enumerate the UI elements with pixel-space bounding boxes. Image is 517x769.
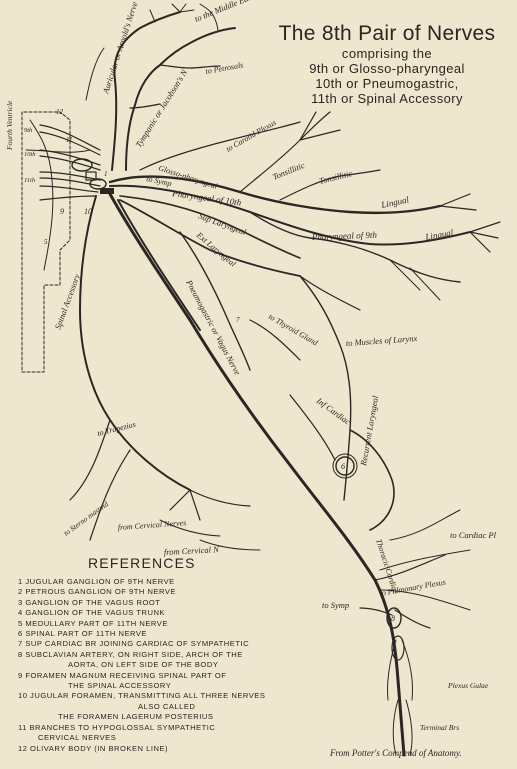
ref-number-9: 9 bbox=[60, 207, 64, 216]
ref-number-6: 6 bbox=[341, 462, 345, 471]
label-tympanic: Tympanic or Jacobson's N bbox=[133, 67, 190, 150]
ref-number-12: 12 bbox=[56, 108, 64, 116]
label-muscles-larynx: to Muscles of Larynx bbox=[345, 333, 417, 348]
label-symp-lower: to Symp bbox=[322, 600, 349, 610]
reference-item-continued: THE SPINAL ACCESSORY bbox=[18, 681, 318, 691]
reference-item: 10 JUGULAR FORAMEN, TRANSMITTING ALL THR… bbox=[18, 691, 318, 701]
label-tonsillitic-2: Tonsillitic bbox=[318, 168, 353, 186]
plate-title: The 8th Pair of Nerves bbox=[258, 22, 516, 46]
label-petrosals: to Petrosals bbox=[205, 60, 244, 75]
label-middle-ear: to the Middle Ear bbox=[193, 0, 253, 24]
label-carotid-plexus: to Carotid Plexus bbox=[225, 118, 278, 154]
subtitle-line-1: comprising the bbox=[258, 46, 516, 61]
reference-item: 2 PETROUS GANGLION OF 9TH NERVE bbox=[18, 587, 318, 597]
reference-item: 3 GANGLION OF THE VAGUS ROOT bbox=[18, 598, 318, 608]
subtitle-line-2: 9th or Glosso-pharyngeal bbox=[258, 61, 516, 76]
ganglion-6 bbox=[336, 457, 354, 475]
label-pharyngeal-10: Pharyngeal of 10th bbox=[171, 188, 243, 208]
reference-item-continued: ALSO CALLED bbox=[18, 702, 318, 712]
label-sterno-mastoid: to Sterno mastoid bbox=[62, 499, 110, 538]
label-inf-cardiac: Inf Cardiac bbox=[314, 395, 353, 427]
ref-number-7: 7 bbox=[236, 316, 240, 324]
reference-item: 1 JUGULAR GANGLION OF 9TH NERVE bbox=[18, 577, 318, 587]
reference-item: 8 SUBCLAVIAN ARTERY, ON RIGHT SIDE, ARCH… bbox=[18, 650, 318, 660]
reference-item: 6 SPINAL PART OF 11TH NERVE bbox=[18, 629, 318, 639]
label-cardiac-pl: to Cardiac Pl bbox=[450, 530, 497, 540]
title-block: The 8th Pair of Nerves comprising the 9t… bbox=[258, 22, 516, 106]
subtitle-line-3: 10th or Pneumogastric, bbox=[258, 76, 516, 91]
root-label-11th: 11th bbox=[24, 177, 35, 184]
label-lingual-1: Lingual bbox=[379, 194, 410, 210]
reference-item: 4 GANGLION OF THE VAGUS TRUNK bbox=[18, 608, 318, 618]
label-auricular: Auricular or Arnold's Nerve bbox=[100, 0, 140, 95]
ref-number-11: 11 bbox=[66, 136, 72, 144]
subtitle-line-4: 11th or Spinal Accessory bbox=[258, 91, 516, 106]
label-ext-laryngeal: Ext Laryngeal bbox=[194, 229, 239, 269]
reference-item-continued: THE FORAMEN LAGERUM POSTERIUS bbox=[18, 712, 318, 722]
references-heading: REFERENCES bbox=[88, 555, 318, 571]
ref-number-8: 8 bbox=[391, 614, 395, 623]
label-fourth-ventricle: Fourth Ventricle bbox=[5, 100, 14, 151]
reference-item-continued: AORTA, ON LEFT SIDE OF THE BODY bbox=[18, 660, 318, 670]
label-lingual-2: Lingual bbox=[424, 227, 455, 242]
reference-item-continued: CERVICAL NERVES bbox=[18, 733, 318, 743]
reference-item: 5 MEDULLARY PART OF 11TH NERVE bbox=[18, 619, 318, 629]
label-plexus-gulae: Plexus Gulae bbox=[447, 681, 489, 690]
ref-number-1: 1 bbox=[104, 170, 108, 178]
reference-item: 7 SUP CARDIAC BR JOINING CARDIAC OF SYMP… bbox=[18, 639, 318, 649]
label-terminal-brs: Terminal Brs bbox=[420, 723, 459, 732]
label-pharyngeal-9: Pharyngeal of 9th bbox=[311, 230, 378, 242]
ref-number-10: 10 bbox=[84, 207, 92, 216]
reference-item: 9 FORAMEN MAGNUM RECEIVING SPINAL PART O… bbox=[18, 671, 318, 681]
label-recurrent-laryngeal: Recurrent Laryngeal bbox=[358, 394, 380, 467]
label-from-cervical-nerves: from Cervical Nerves bbox=[118, 518, 187, 532]
label-thyroid-gland: to Thyroid Gland bbox=[267, 312, 320, 348]
root-label-9th: 9th bbox=[24, 127, 32, 134]
reference-item: 12 OLIVARY BODY (IN BROKEN LINE) bbox=[18, 744, 318, 754]
label-to-trapezius: to Trapezius bbox=[96, 420, 136, 438]
nerve-roots bbox=[40, 125, 114, 200]
label-spinal-accessory: Spinal Accessory bbox=[52, 272, 81, 330]
reference-item: 11 BRANCHES TO HYPOGLOSSAL SYMPATHETIC bbox=[18, 723, 318, 733]
label-tonsillitic-1: Tonsillitic bbox=[271, 160, 306, 182]
ref-number-5: 5 bbox=[44, 238, 48, 246]
root-label-10th: 10th bbox=[24, 151, 36, 158]
references-legend: REFERENCES 1 JUGULAR GANGLION OF 9TH NER… bbox=[18, 555, 318, 754]
source-credit: From Potter's Compend of Anatomy. bbox=[330, 748, 462, 758]
